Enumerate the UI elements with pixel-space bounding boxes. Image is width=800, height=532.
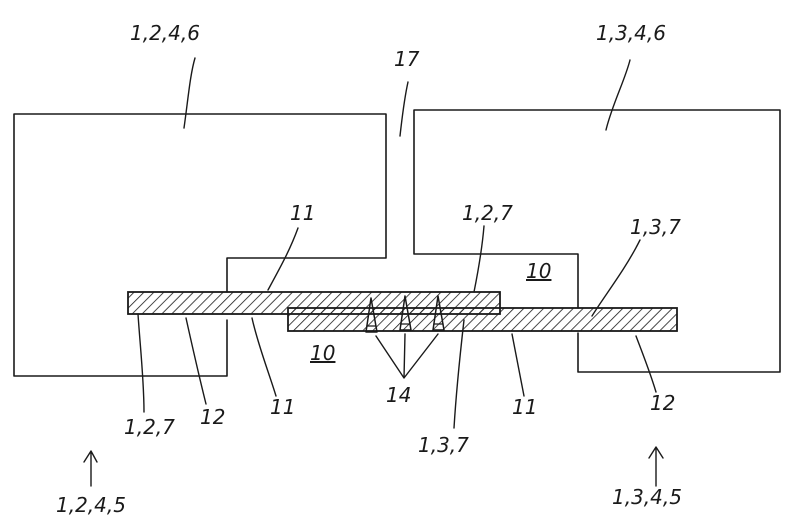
pin-2	[399, 295, 412, 331]
label-right-board-top: 1,3,7	[630, 215, 681, 239]
label-gap-fill-right: 10	[526, 259, 551, 283]
left-panel-outline	[13, 113, 387, 377]
leader-right-board-top	[591, 239, 641, 317]
arrow-left-assembly	[83, 450, 98, 487]
label-gap: 17	[394, 47, 420, 71]
leader-left-groove-top	[267, 227, 299, 291]
label-right-assembly: 1,3,4,5	[612, 485, 682, 509]
leader-left-groove-bottom-b	[251, 317, 277, 397]
leader-lines	[83, 57, 664, 487]
label-left-groove-bottom-a: 12	[200, 405, 225, 429]
label-pins: 14	[386, 383, 411, 407]
label-left-panel: 1,2,4,6	[130, 21, 200, 45]
label-gap-fill-left: 10	[310, 341, 335, 365]
label-right-panel: 1,3,4,6	[596, 21, 666, 45]
label-left-groove-bottom-b: 11	[270, 395, 295, 419]
label-left-board-bottom: 1,2,7	[124, 415, 175, 439]
label-right-board-bottom: 1,3,7	[418, 433, 469, 457]
label-right-groove-bottom-a: 11	[512, 395, 537, 419]
right-panel-outline	[413, 109, 781, 373]
leader-pins	[375, 333, 439, 379]
leader-left-board-top	[473, 225, 485, 293]
leader-right-board-bottom	[453, 319, 465, 429]
leader-gap	[399, 81, 409, 137]
leader-right-groove-bottom-b	[635, 335, 657, 393]
label-left-board-top: 1,2,7	[462, 201, 513, 225]
leader-right-panel	[605, 59, 631, 131]
leader-left-panel	[183, 57, 196, 129]
pin-3	[432, 295, 445, 331]
label-right-groove-bottom-b: 12	[650, 391, 675, 415]
leader-right-groove-bottom-a	[511, 333, 525, 397]
right-hatched-board	[287, 307, 678, 332]
label-left-groove-top: 11	[290, 201, 315, 225]
label-left-assembly: 1,2,4,5	[56, 493, 126, 517]
pin-1	[365, 297, 378, 333]
arrow-right-assembly	[648, 446, 664, 487]
leader-left-groove-bottom-a	[185, 317, 207, 405]
leader-left-board-bottom	[137, 313, 145, 413]
